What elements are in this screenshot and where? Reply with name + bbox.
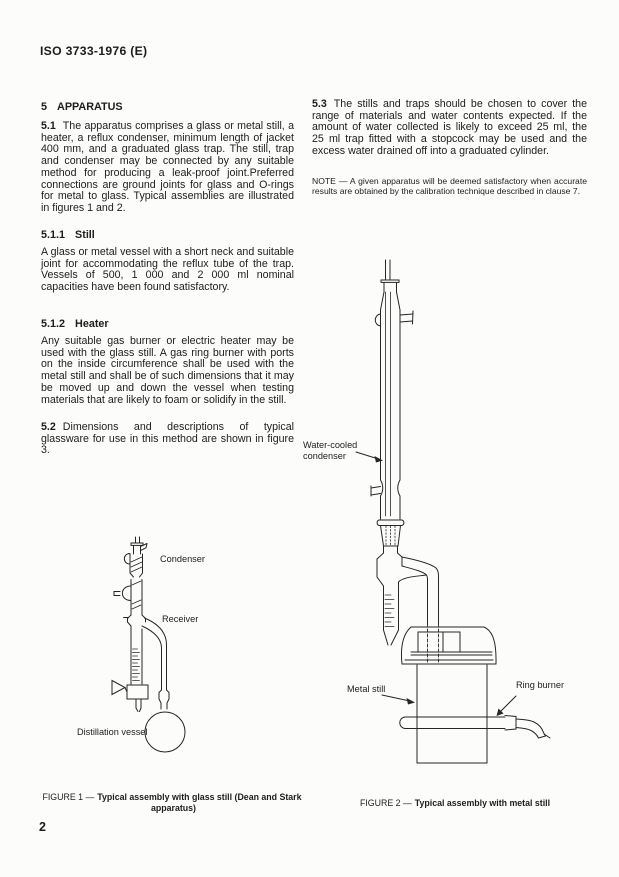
clause-text-5-3: The stills and traps should be chosen to… [312, 98, 587, 157]
page-header: ISO 3733-1976 (E) [40, 44, 148, 58]
note-text: NOTE — A given apparatus will be deemed … [312, 176, 587, 196]
paragraph-5-1-1: A glass or metal vessel with a short nec… [41, 246, 294, 294]
figure-1-diagram [111, 536, 186, 753]
paragraph-5-1-2: Any suitable gas burner or electric heat… [41, 335, 294, 406]
distillation-flask-drawing [144, 689, 186, 753]
figure2-label-metal-still: Metal still [347, 684, 386, 694]
figure2-caption-title: Typical assembly with metal still [414, 798, 551, 808]
clause-text-5-2: Dimensions and descriptions of typical g… [41, 421, 294, 457]
figure1-caption-title-line1: Typical assembly with glass still (Dean … [97, 792, 302, 802]
still-lid-drawing [401, 626, 497, 665]
ground-joint-bung-drawing [376, 519, 405, 547]
figure1-caption-prefix: FIGURE 1 — [42, 792, 95, 802]
figure2-caption-prefix: FIGURE 2 — [359, 798, 412, 808]
page-number: 2 [39, 820, 46, 834]
section-heading-apparatus: 5 APPARATUS [41, 101, 123, 113]
figure1-label-condenser: Condenser [160, 554, 205, 564]
side-arm-drawing [141, 617, 167, 691]
section-number: 5 [41, 101, 48, 113]
graduated-trap-drawing [376, 545, 427, 646]
figure2-label-ring-burner: Ring burner [516, 680, 565, 690]
heading-5-1-2-heater: 5.1.2 Heater [41, 318, 109, 330]
figure1-label-receiver: Receiver [162, 614, 199, 624]
figure2-caption: FIGURE 2 —Typical assembly with metal st… [337, 798, 573, 809]
glass-condenser-drawing [123, 536, 148, 578]
clause-number-5-3: 5.3 [312, 98, 327, 110]
section-title: APPARATUS [57, 101, 123, 113]
clause-title-5-1-2: Heater [75, 318, 109, 330]
figure1-caption: FIGURE 1 —Typical assembly with glass st… [42, 792, 302, 814]
ring-burner-drawing [399, 715, 551, 739]
receiver-trap-drawing [127, 618, 146, 685]
figure2-label-condenser-line1: Water-cooled [303, 440, 358, 450]
metal-still-body-drawing [416, 664, 488, 764]
figure-2-diagram [355, 259, 551, 764]
clause-number-5-1-1: 5.1.1 [41, 229, 66, 241]
figure1-caption-title-line2: apparatus) [151, 803, 196, 813]
clause-text-5-1: The apparatus comprises a glass or metal… [41, 120, 294, 214]
water-cooled-condenser-drawing [370, 259, 414, 520]
vapor-tube-drawing [401, 556, 439, 663]
clause-title-5-1-1: Still [75, 229, 95, 241]
figure2-label-condenser-line2: condenser [303, 451, 346, 461]
clause-number-5-1: 5.1 [41, 120, 56, 132]
label-arrows [355, 451, 517, 716]
stopcock-drawing [111, 679, 149, 712]
reflux-tube-drawing [113, 579, 146, 619]
figure2-label-water-cooled-condenser: Water-cooled condenser [303, 440, 357, 462]
figure1-label-distillation-vessel: Distillation vessel [77, 727, 148, 737]
clause-number-5-2: 5.2 [41, 421, 56, 433]
clause-number-5-1-2: 5.1.2 [41, 318, 66, 330]
heading-5-1-1-still: 5.1.1 Still [41, 229, 95, 241]
